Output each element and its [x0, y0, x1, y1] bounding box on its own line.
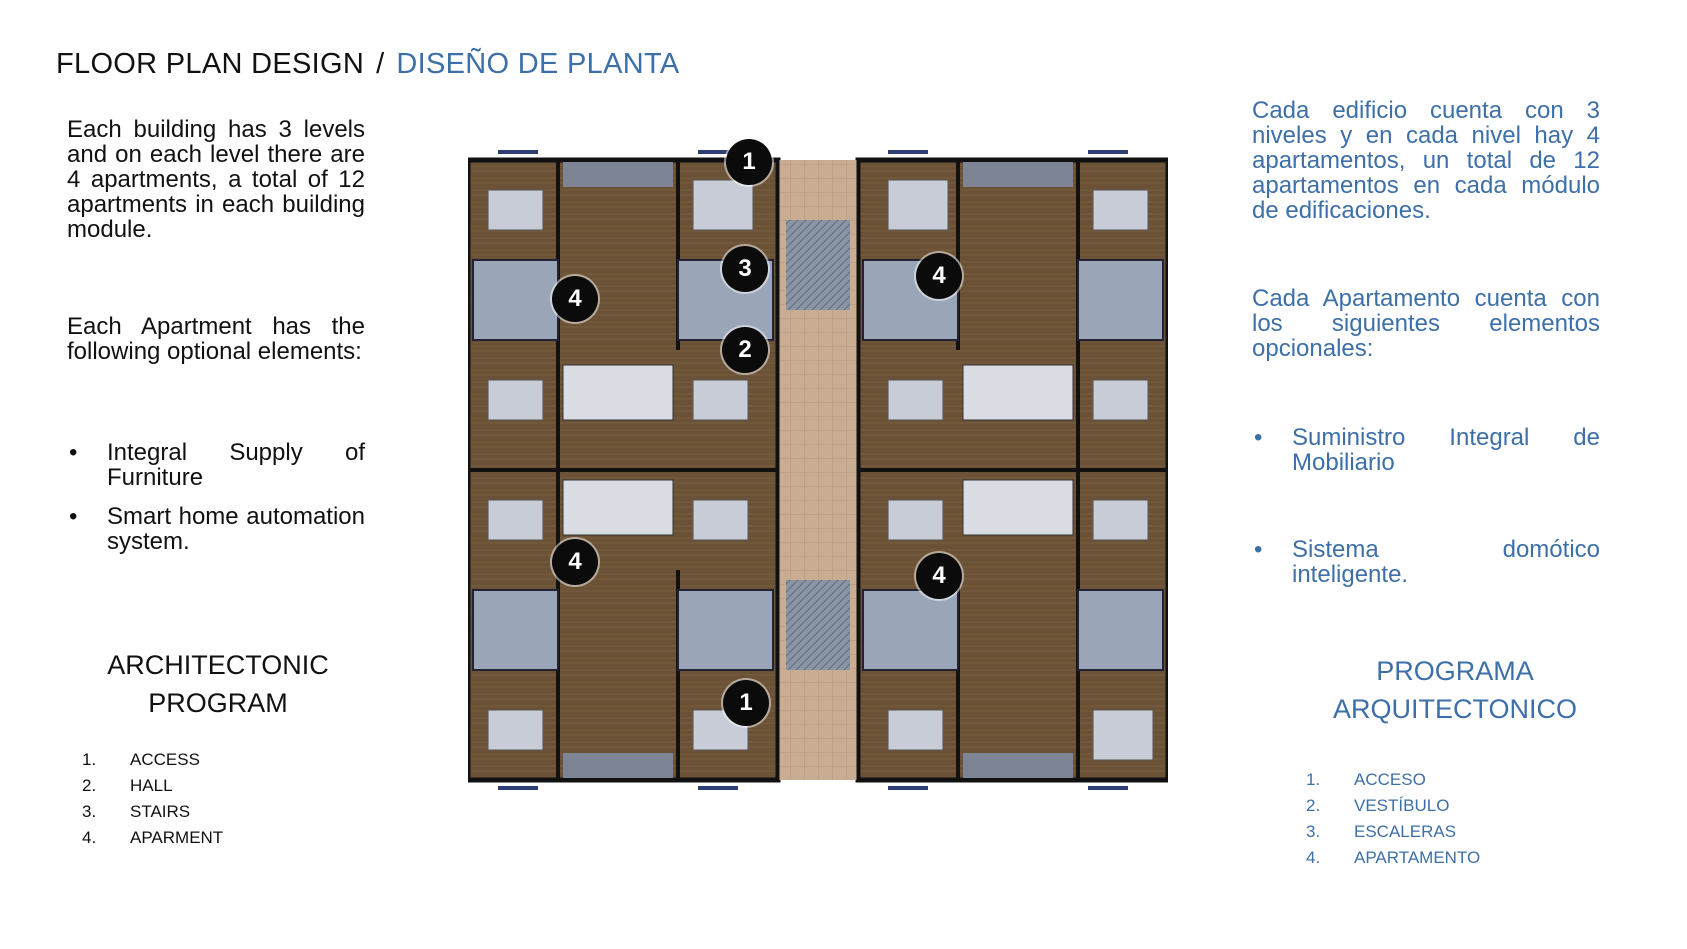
- program-title-en-line2: PROGRAM: [148, 688, 288, 718]
- options-intro-en: Each Apartment has the following optiona…: [67, 313, 365, 365]
- program-title-en: ARCHITECTONIC PROGRAM: [78, 646, 358, 722]
- bullet-automation-en: Smart home automation system.: [69, 504, 365, 554]
- intro-text-en: Each building has 3 levels and on each l…: [67, 116, 365, 243]
- marker-apartment-top-left: 4: [552, 276, 598, 322]
- floor-plan-drawing: [462, 144, 1174, 796]
- program-title-en-line1: ARCHITECTONIC: [107, 650, 329, 680]
- intro-text-es: Cada edificio cuenta con 3 niveles y en …: [1252, 97, 1600, 224]
- floor-plan-image: 1 3 2 4 4 4 4 1: [462, 139, 1174, 796]
- list-item: 1.ACCESS: [82, 750, 200, 769]
- marker-stairs: 3: [722, 246, 768, 292]
- marker-apartment-top-right: 4: [916, 253, 962, 299]
- bullet-furniture-en: Integral Supply of Furniture: [69, 440, 365, 490]
- marker-access-bottom: 1: [723, 680, 769, 726]
- program-title-es: PROGRAMA ARQUITECTONICO: [1310, 652, 1600, 728]
- list-item: 3.ESCALERAS: [1306, 822, 1457, 841]
- bullet-furniture-es: Suministro Integral de Mobiliario: [1254, 425, 1600, 475]
- bullet-automation-es: Sistema domótico inteligente.: [1254, 537, 1600, 587]
- title-english: FLOOR PLAN DESIGN: [56, 48, 365, 80]
- list-item: 4.APARTAMENTO: [1306, 848, 1481, 867]
- list-item: 3.STAIRS: [82, 802, 191, 821]
- marker-access-top: 1: [726, 139, 772, 185]
- list-item: 4.APARMENT: [82, 828, 224, 847]
- list-item: 1.ACCESO: [1306, 770, 1426, 789]
- list-item: 2.VESTÍBULO: [1306, 796, 1450, 815]
- page-title: FLOOR PLAN DESIGN / DISEÑO DE PLANTA: [56, 48, 679, 81]
- program-title-es-line1: PROGRAMA: [1376, 656, 1534, 686]
- list-item: 2.HALL: [82, 776, 173, 795]
- title-spanish: DISEÑO DE PLANTA: [396, 48, 680, 80]
- marker-hall: 2: [722, 327, 768, 373]
- marker-apartment-bottom-right: 4: [916, 553, 962, 599]
- program-list-en: 1.ACCESS 2.HALL 3.STAIRS 4.APARMENT: [82, 747, 223, 851]
- marker-apartment-bottom-left: 4: [552, 539, 598, 585]
- options-intro-es: Cada Apartamento cuenta con los siguient…: [1252, 285, 1600, 362]
- program-title-es-line2: ARQUITECTONICO: [1332, 694, 1577, 724]
- title-separator: /: [376, 48, 385, 80]
- program-list-es: 1.ACCESO 2.VESTÍBULO 3.ESCALERAS 4.APART…: [1306, 767, 1480, 871]
